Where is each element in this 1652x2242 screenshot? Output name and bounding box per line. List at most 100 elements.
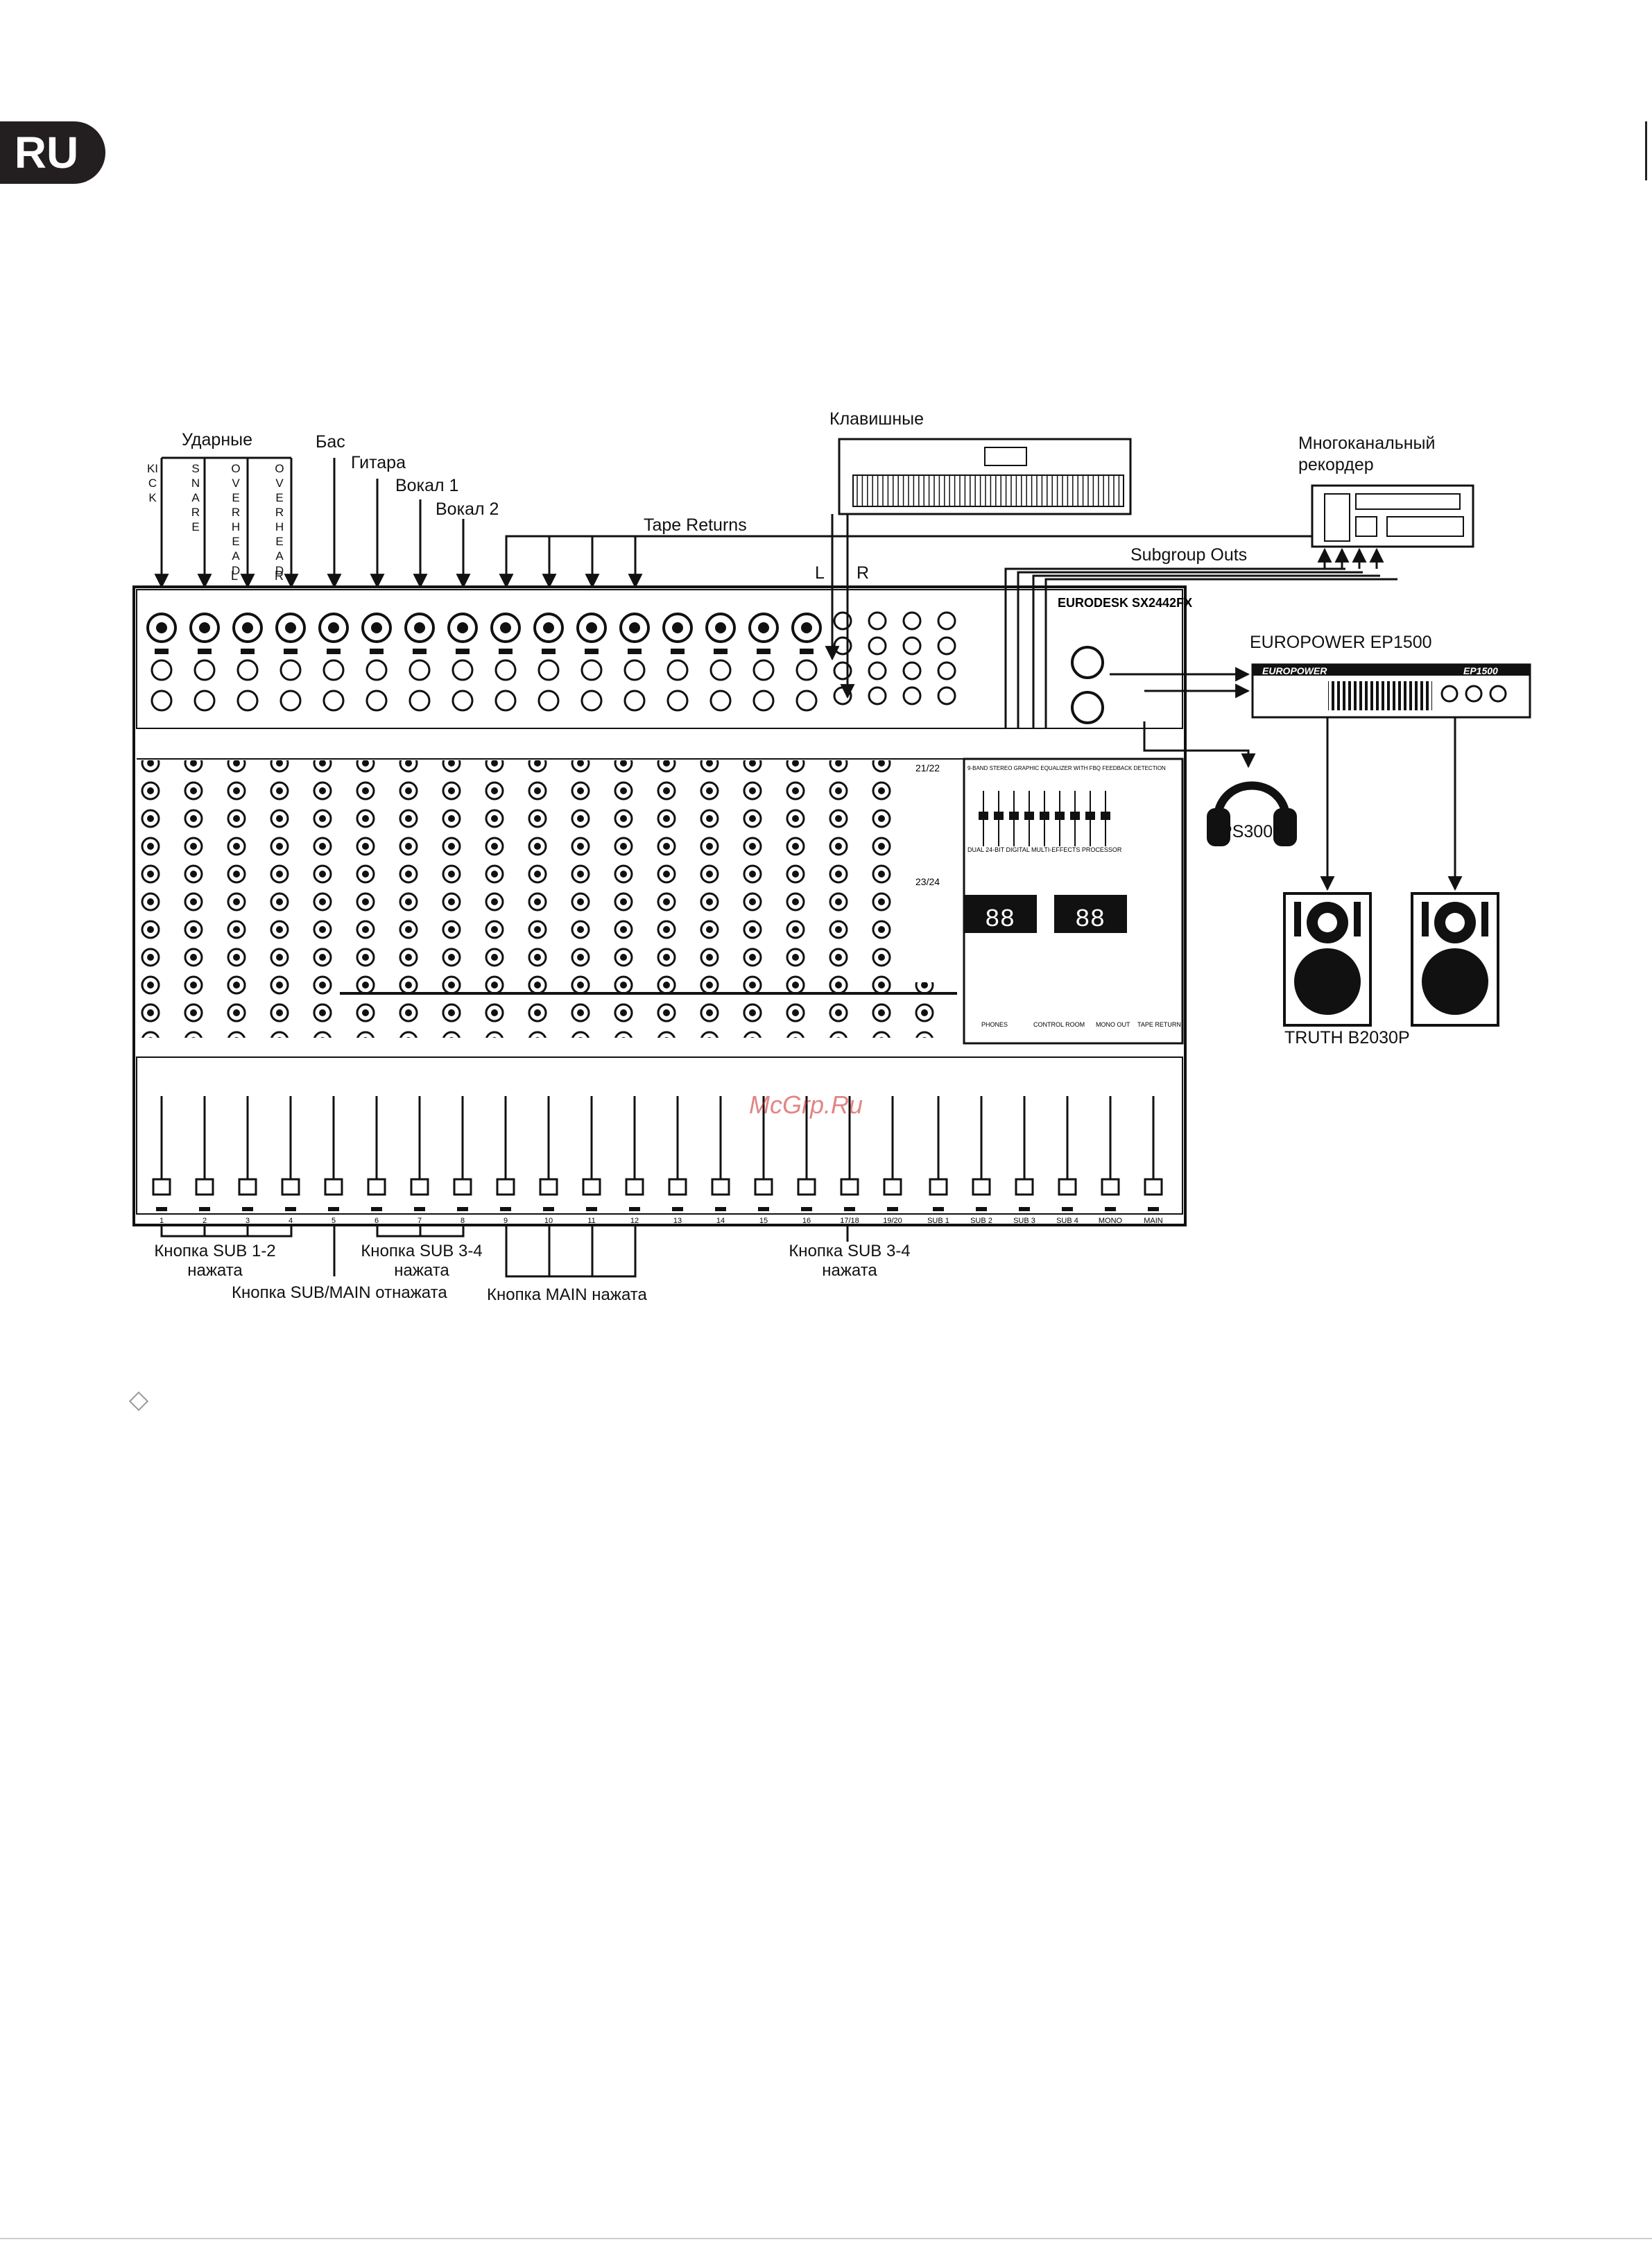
fx-title: DUAL 24-BIT DIGITAL MULTI-EFFECTS PROCES… (967, 846, 1122, 853)
label-keyboard-l: L (815, 563, 825, 583)
aux-jack (868, 611, 887, 631)
fx-display-value-1: 88 (985, 905, 1015, 934)
caption-sub12-line1: Кнопка SUB 1-2 (154, 1242, 276, 1260)
caption-sub34a-line2: нажата (394, 1261, 449, 1280)
strip-label: 2 (203, 1217, 207, 1225)
channel-fader (840, 1096, 859, 1211)
channel-fader (754, 1096, 773, 1211)
caption-sub12: Кнопка SUB 1-2 нажата (146, 1242, 284, 1281)
fx-display-value-2: 88 (1075, 905, 1105, 934)
headphones (1207, 781, 1297, 846)
channel-fader (1144, 1096, 1163, 1211)
aux-jack (902, 636, 922, 656)
channel-fader (1058, 1096, 1077, 1211)
input-jack (447, 613, 478, 712)
label-vocal2: Вокал 2 (436, 499, 499, 519)
input-jack (533, 613, 564, 712)
strip-label: SUB 4 (1056, 1217, 1078, 1225)
eq-slider-cap (1024, 812, 1034, 820)
input-jack (404, 613, 435, 712)
strip-label: 15 (759, 1217, 768, 1225)
input-jack (576, 613, 607, 712)
channel-knob-matrix-lower (141, 982, 958, 1038)
channel-fader (496, 1096, 515, 1211)
main-out-xlr (1071, 646, 1104, 679)
section-23-24: 23/24 (915, 876, 940, 887)
strip-label: 9 (504, 1217, 508, 1225)
channel-fader (367, 1096, 386, 1211)
aux-jack (902, 686, 922, 705)
strip-label: 5 (332, 1217, 336, 1225)
monitor-speaker-left (1283, 892, 1372, 1027)
strip-label: 1 (160, 1217, 164, 1225)
fx-display-2 (1054, 895, 1127, 933)
label-snare: SNARE (191, 462, 200, 533)
label-recorder-line1: Многоканальный (1298, 434, 1436, 453)
caption-sub34b-line2: нажата (822, 1261, 877, 1280)
strip-label: 3 (246, 1217, 250, 1225)
label-amp: EUROPOWER EP1500 (1250, 633, 1432, 652)
strip-label: 12 (630, 1217, 639, 1225)
fader-section (136, 1056, 1183, 1215)
language-tab: RU (0, 121, 105, 184)
graphic-eq-sliders (979, 791, 1110, 846)
caption-submain-off: Кнопка SUB/MAIN отнажата (232, 1283, 447, 1302)
cable-lines (154, 456, 1463, 1278)
label-overhead-r: OVERHEAD (275, 462, 284, 577)
eq-slider-cap (994, 812, 1004, 820)
input-jack (361, 613, 392, 712)
label-vocal1: Вокал 1 (395, 476, 459, 495)
strip-label: 10 (544, 1217, 553, 1225)
channel-faders (152, 1096, 1163, 1211)
channel-fader (152, 1096, 171, 1211)
strip-label: SUB 2 (970, 1217, 992, 1225)
multitrack-recorder (1311, 484, 1474, 548)
label-keyboard: Клавишные (829, 409, 924, 429)
margin-rule (1645, 121, 1647, 180)
input-jack (318, 613, 349, 712)
label-keyboard-r: R (857, 563, 870, 583)
channel-fader (883, 1096, 902, 1211)
aux-jack (902, 661, 922, 681)
strip-label: 13 (673, 1217, 682, 1225)
label-speakers: TRUTH B2030P (1284, 1028, 1410, 1047)
channel-fader (195, 1096, 214, 1211)
strip-label: MAIN (1144, 1217, 1163, 1225)
input-jack (189, 613, 220, 712)
caption-sub34a: Кнопка SUB 3-4 нажата (352, 1242, 491, 1281)
label-r: R (275, 569, 284, 583)
input-jacks (146, 611, 1104, 724)
caption-sub34b-line1: Кнопка SUB 3-4 (789, 1242, 911, 1260)
strip-label: 6 (375, 1217, 379, 1225)
input-jack (748, 613, 779, 712)
label-tape-returns: Tape Returns (644, 515, 747, 535)
aux-jack (937, 661, 956, 681)
bottom-rule (0, 2238, 1652, 2239)
channel-fader (453, 1096, 472, 1211)
label-overhead-l: OVERHEAD (231, 462, 241, 577)
strip-label: 16 (802, 1217, 811, 1225)
channel-fader (238, 1096, 257, 1211)
input-jack (232, 613, 263, 712)
input-jack (662, 613, 693, 712)
label-recorder-line2: рекордер (1298, 455, 1374, 474)
eq-slider-cap (979, 812, 988, 820)
strip-label: SUB 1 (927, 1217, 949, 1225)
aux-jack (937, 611, 956, 631)
mono-out-label: MONO OUT (1096, 1021, 1130, 1028)
eq-slider-cap (1055, 812, 1065, 820)
aux-jack (937, 636, 956, 656)
aux-jack (868, 636, 887, 656)
label-bass: Бас (316, 432, 345, 452)
eq-slider-cap (1040, 812, 1049, 820)
channel-fader (324, 1096, 343, 1211)
main-out-xlr (1071, 691, 1104, 724)
label-guitar: Гитара (351, 453, 406, 472)
mixer: EURODESK SX2442FX 9-BAND STEREO GRAPHIC … (132, 585, 1192, 1226)
caption-sub12-line2: нажата (187, 1261, 243, 1280)
channel-fader (1015, 1096, 1034, 1211)
strip-label: MONO (1099, 1217, 1123, 1225)
amp-model-badge: EP1500 (1463, 665, 1498, 676)
mixer-connector-panel (136, 589, 1183, 729)
